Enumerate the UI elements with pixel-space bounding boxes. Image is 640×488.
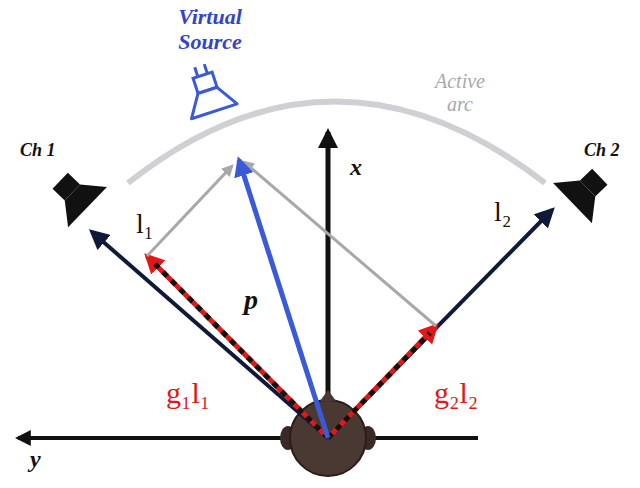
listener-nose [320,390,336,401]
channel-label: Ch 2 [584,140,620,161]
p-vector [239,160,328,438]
channel-label: Ch 1 [20,140,56,161]
gain-label: g₂l₂ [434,376,478,411]
construction-line [147,166,232,256]
construction-line [244,162,436,326]
vector-label: l₁ [136,208,154,240]
g2l2-vector [328,326,436,438]
vector-label: p [244,284,258,316]
y-axis [18,436,478,440]
axis-label: y [30,446,41,474]
loudspeaker-ch2 [553,157,619,224]
g2l2-dash [328,333,430,438]
l2-vector [328,210,552,438]
vector-label: l₂ [494,196,512,228]
active-arc [128,102,545,184]
active-arc-label: Active arc [420,70,500,116]
gain-label: g₁l₁ [166,376,210,411]
axis-label: x [350,154,362,182]
virtual-source-label: Virtual Source [150,4,270,55]
loudspeaker-ch1 [41,161,107,228]
virtual-source-icon [177,58,237,118]
